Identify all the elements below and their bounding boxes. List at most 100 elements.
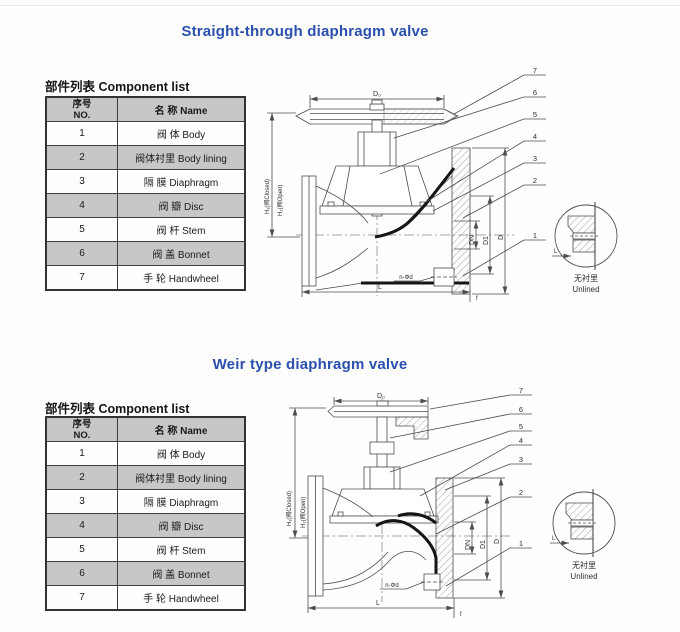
body-lining-weir — [375, 512, 438, 590]
part-number-2: 2 — [533, 176, 537, 185]
header-name: 名 称 Name — [117, 96, 246, 122]
table-row: 6 阀 盖 Bonnet — [45, 561, 246, 586]
cell-no: 1 — [45, 441, 118, 466]
dimension-length: L f — [301, 284, 478, 302]
component-table-1: 序号 NO. 名 称 Name 1 阀 体 Body 2 阀体衬里 Body l… — [45, 96, 246, 291]
header-no-cn: 序号 — [72, 418, 92, 430]
cell-name: 阀 盖 Bonnet — [117, 561, 246, 586]
cell-name: 阀 瓣 Disc — [117, 513, 246, 538]
table-row: 6 阀 盖 Bonnet — [45, 241, 246, 266]
straight-through-valve-drawing: D₀ H₁(阀Closed) H₂(阀Open) — [263, 66, 618, 302]
unlined-caption-en: Unlined — [570, 572, 597, 581]
dimension-d0: D₀ — [333, 393, 429, 405]
d-label: D — [498, 235, 505, 240]
component-table-2: 序号 NO. 名 称 Name 1 阀 体 Body 2 阀体衬里 Body l… — [45, 416, 246, 611]
page-top-divider — [0, 5, 680, 6]
bolt-holes-label: n-Φd — [385, 583, 398, 589]
handwheel-profile — [295, 99, 459, 125]
header-no-cn: 序号 — [72, 98, 92, 110]
cell-no: 5 — [45, 217, 118, 242]
valve-body-outline — [307, 475, 454, 599]
h-closed-label: H₁(阀Closed) — [263, 179, 271, 214]
cell-name: 手 轮 Handwheel — [117, 265, 246, 291]
d0-label: D₀ — [373, 91, 381, 98]
cell-name: 阀 盖 Bonnet — [117, 241, 246, 266]
table-row: 1 阀 体 Body — [45, 441, 246, 466]
part-leaders: 7 6 5 4 3 2 1 — [389, 386, 532, 587]
table-header-row: 序号 NO. 名 称 Name — [45, 96, 246, 122]
header-name: 名 称 Name — [117, 416, 246, 442]
bolt-holes-label: n-Φd — [399, 275, 412, 281]
table-row: 5 阀 杆 Stem — [45, 537, 246, 562]
valve-section-1: D₀ H₁(阀Closed) H₂(阀Open) — [263, 66, 618, 302]
dimension-length: L f — [307, 596, 462, 618]
cell-name: 隔 膜 Diaphragm — [117, 169, 246, 194]
dn-label: DN — [465, 540, 472, 550]
cell-no: 7 — [45, 265, 118, 291]
detail-l-label: L — [554, 249, 558, 255]
detail-l-label: L — [552, 536, 556, 542]
section-title-straight-through: Straight-through diaphragm valve — [181, 23, 429, 40]
table-row: 2 阀体衬里 Body lining — [45, 145, 246, 170]
part-number-1: 1 — [519, 539, 523, 548]
unlined-caption-cn: 无衬里 — [574, 273, 598, 283]
part-number-4: 4 — [519, 436, 523, 445]
header-no-en: NO. — [73, 429, 91, 441]
unlined-caption-cn: 无衬里 — [572, 560, 596, 570]
table-row: 2 阀体衬里 Body lining — [45, 465, 246, 490]
h-open-label: H₂(阀Open) — [276, 185, 284, 216]
table-row: 5 阀 杆 Stem — [45, 217, 246, 242]
unlined-caption-en: Unlined — [572, 285, 599, 294]
table-row: 7 手 轮 Handwheel — [45, 585, 246, 611]
part-number-7: 7 — [533, 66, 537, 75]
valve-section-2: D₀ H₁(阀Closed) H₂(阀Open) — [285, 386, 616, 618]
l-label: L — [378, 284, 382, 291]
part-number-3: 3 — [533, 154, 537, 163]
cell-no: 4 — [45, 193, 118, 218]
table-row: 4 阀 瓣 Disc — [45, 193, 246, 218]
table-row: 3 隔 膜 Diaphragm — [45, 489, 246, 514]
part-number-2: 2 — [519, 488, 523, 497]
cell-no: 2 — [45, 465, 118, 490]
cell-name: 阀体衬里 Body lining — [117, 465, 246, 490]
table-row: 3 隔 膜 Diaphragm — [45, 169, 246, 194]
table-header-row: 序号 NO. 名 称 Name — [45, 416, 246, 442]
part-number-4: 4 — [533, 132, 537, 141]
table-row: 1 阀 体 Body — [45, 121, 246, 146]
cell-no: 4 — [45, 513, 118, 538]
part-number-5: 5 — [519, 422, 523, 431]
dimension-height: H₁(阀Closed) H₂(阀Open) — [263, 112, 300, 238]
cell-name: 阀 杆 Stem — [117, 537, 246, 562]
flange-bolt-hole: n-Φd — [394, 267, 457, 287]
cell-name: 手 轮 Handwheel — [117, 585, 246, 611]
part-number-5: 5 — [533, 110, 537, 119]
cell-no: 3 — [45, 169, 118, 194]
part-number-7: 7 — [519, 386, 523, 395]
table-row: 4 阀 瓣 Disc — [45, 513, 246, 538]
header-no: 序号 NO. — [45, 96, 118, 122]
handwheel-profile — [327, 400, 429, 440]
part-number-6: 6 — [533, 88, 537, 97]
d1-label: D1 — [480, 540, 487, 549]
part-number-1: 1 — [533, 231, 537, 240]
part-leaders: 7 6 5 4 3 2 1 — [379, 66, 546, 277]
unlined-detail: L 无衬里 Unlined — [552, 202, 618, 294]
stem-and-bonnet — [329, 416, 439, 524]
dimension-d0: D₀ — [309, 91, 445, 108]
dimension-diameters: DN D1 D — [454, 477, 505, 599]
d0-label: D₀ — [377, 393, 385, 400]
header-no-en: NO. — [73, 109, 91, 121]
stem-and-bonnet — [319, 119, 435, 217]
component-list-caption-2: 部件列表 Component list — [45, 402, 190, 416]
part-number-6: 6 — [519, 405, 523, 414]
cell-name: 阀体衬里 Body lining — [117, 145, 246, 170]
d-label: D — [494, 539, 501, 544]
cell-no: 1 — [45, 121, 118, 146]
header-no: 序号 NO. — [45, 416, 118, 442]
cell-name: 隔 膜 Diaphragm — [117, 489, 246, 514]
cell-no: 2 — [45, 145, 118, 170]
cell-name: 阀 体 Body — [117, 441, 246, 466]
cell-no: 7 — [45, 585, 118, 611]
cell-no: 6 — [45, 241, 118, 266]
component-list-caption-1: 部件列表 Component list — [45, 80, 190, 94]
